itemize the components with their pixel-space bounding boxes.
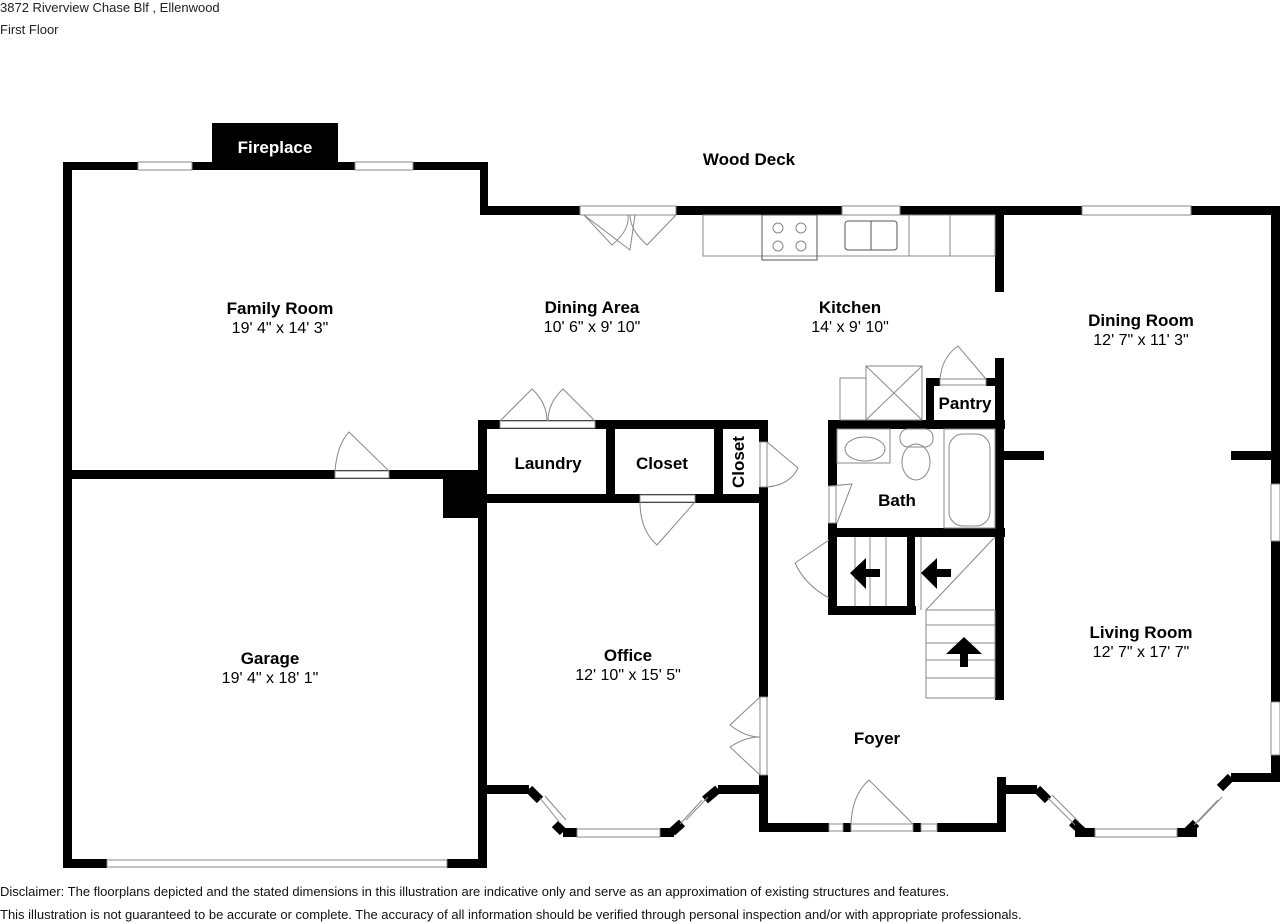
stair-arrow-up-icon (946, 637, 982, 667)
fireplace-label: Fireplace (237, 138, 313, 157)
fireplace-block (212, 123, 338, 168)
room-bath: Bath (878, 491, 916, 510)
floor-label: First Floor (0, 22, 59, 37)
stair-arrow-left-icon (921, 558, 951, 589)
room-foyer: Foyer (853, 729, 901, 748)
wood-deck-label: Wood Deck (702, 150, 796, 169)
disclaimer-line-1: Disclaimer: The floorplans depicted and … (0, 884, 950, 899)
stair-arrow-left-icon (850, 558, 880, 589)
room-closet: Closet (636, 454, 688, 473)
disclaimer-line-2: This illustration is not guaranteed to b… (0, 907, 1022, 922)
room-laundry: Laundry (514, 454, 582, 473)
room-pantry: Pantry (938, 394, 992, 413)
property-address: 3872 Riverview Chase Blf , Ellenwood (0, 0, 220, 15)
room-closet-small: Closet (729, 436, 748, 488)
